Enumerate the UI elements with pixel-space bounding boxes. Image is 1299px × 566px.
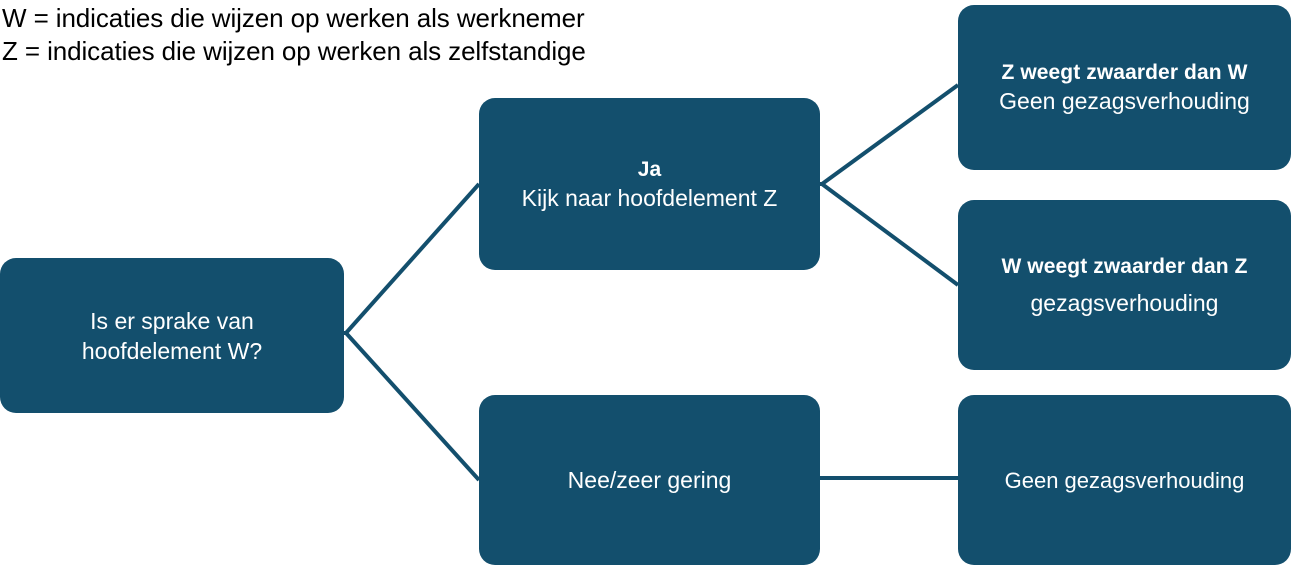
legend: W = indicaties die wijzen op werken als … <box>2 2 586 68</box>
legend-line-z: Z = indicaties die wijzen op werken als … <box>2 36 586 66</box>
node-root-line-1: Is er sprake van <box>90 307 254 334</box>
connector-root-to-nee <box>344 331 481 482</box>
connector-root-to-ja <box>344 182 481 335</box>
node-w-weegt-zwaarder[interactable]: W weegt zwaarder dan Z gezagsverhouding <box>958 200 1291 370</box>
node-w-heavier-subtitle: gezagsverhouding <box>1030 289 1219 316</box>
node-ja-title: Ja <box>637 157 662 181</box>
node-root-line-2: hoofdelement W? <box>81 337 263 364</box>
connector-ja-to-w-heavier <box>820 182 960 287</box>
node-z-weegt-zwaarder[interactable]: Z weegt zwaarder dan W Geen gezagsverhou… <box>958 5 1291 170</box>
node-root-question[interactable]: Is er sprake van hoofdelement W? <box>0 258 344 413</box>
node-geen-label: Geen gezagsverhouding <box>1004 467 1245 493</box>
node-nee-zeer-gering[interactable]: Nee/zeer gering <box>479 395 820 565</box>
node-nee-label: Nee/zeer gering <box>567 466 732 493</box>
node-z-heavier-subtitle: Geen gezagsverhouding <box>999 88 1250 114</box>
legend-line-w: W = indicaties die wijzen op werken als … <box>2 3 585 33</box>
node-geen-gezagsverhouding[interactable]: Geen gezagsverhouding <box>958 395 1291 565</box>
connector-ja-to-z-heavier <box>820 83 960 186</box>
node-ja[interactable]: Ja Kijk naar hoofdelement Z <box>479 98 820 270</box>
node-z-heavier-title: Z weegt zwaarder dan W <box>1001 61 1248 84</box>
node-ja-subtitle: Kijk naar hoofdelement Z <box>521 184 778 211</box>
node-w-heavier-title: W weegt zwaarder dan Z <box>1001 254 1248 278</box>
